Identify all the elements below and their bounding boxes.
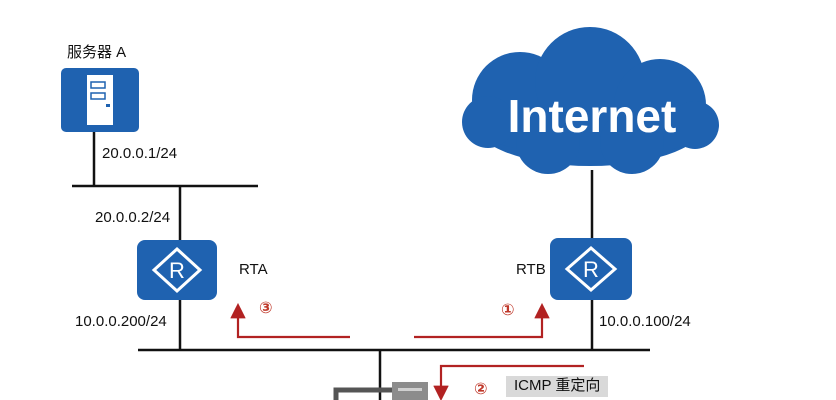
- rta-router-icon: R: [137, 240, 217, 300]
- cloud-icon: [462, 27, 719, 174]
- server-ip: 20.0.0.1/24: [102, 145, 178, 162]
- rtb-router-icon: R: [550, 238, 632, 300]
- arrow-step-1: [414, 302, 550, 339]
- host-pc-icon: [333, 382, 428, 400]
- svg-text:R: R: [583, 257, 599, 282]
- rta-bottom-ip: 10.0.0.200/24: [75, 313, 167, 330]
- server-icon: [61, 68, 139, 132]
- step-2-number: ②: [474, 381, 488, 398]
- icmp-redirect-label: ICMP 重定向: [506, 376, 609, 397]
- arrow-step-3: [230, 302, 350, 339]
- rtb-bottom-ip: 10.0.0.100/24: [599, 313, 691, 330]
- svg-text:R: R: [169, 258, 185, 283]
- step-3-number: ③: [259, 300, 273, 317]
- step-1-number: ①: [501, 302, 515, 319]
- cloud-label: Internet: [508, 90, 677, 142]
- rta-label: RTA: [239, 261, 268, 278]
- rta-top-ip: 20.0.0.2/24: [95, 209, 171, 226]
- rtb-label: RTB: [516, 261, 546, 278]
- server-label: 服务器 A: [67, 44, 127, 61]
- arrow-step-2: [433, 364, 584, 400]
